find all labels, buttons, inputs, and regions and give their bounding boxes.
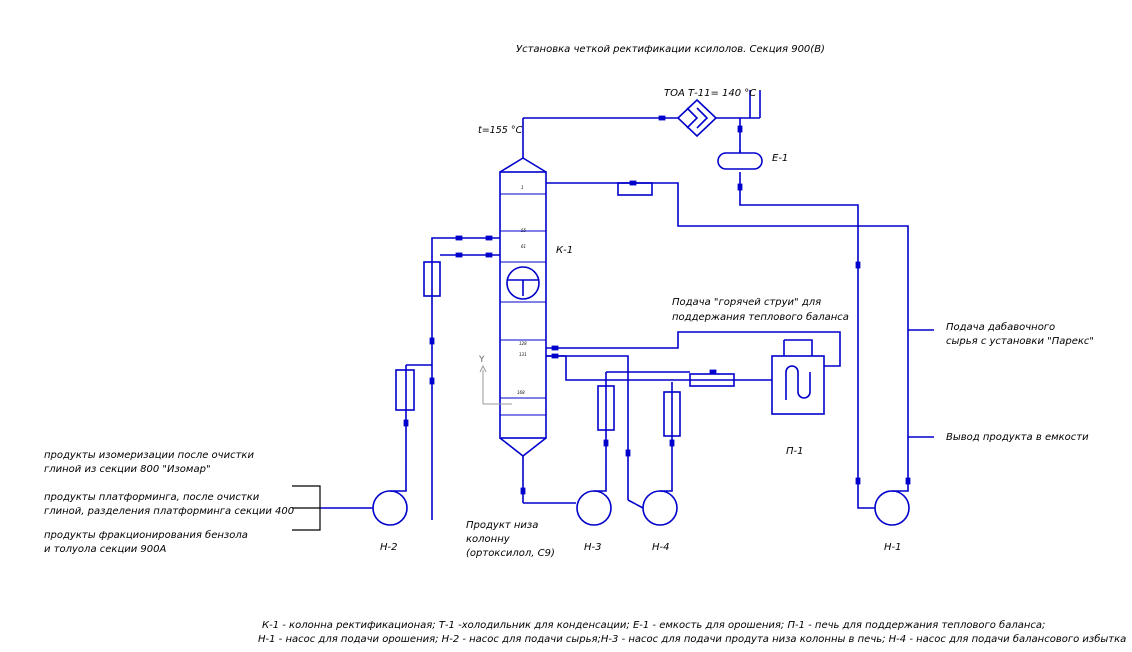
pump-h4-label: Н-4 (652, 542, 670, 553)
column-k1: 1 55 61 128 131 168 (499, 118, 547, 503)
tray-label-55: 55 (521, 228, 527, 233)
input-2-line-2: глиной, разделения платформинга секции 4… (44, 506, 294, 517)
input-streams (292, 485, 321, 531)
input-1-line-2: глиной из секции 800 "Изомар" (44, 464, 211, 475)
pump-h2 (320, 468, 408, 526)
feed-out-label-1: Подача дабавочного (946, 321, 1055, 333)
tray-label-61: 61 (521, 244, 526, 249)
pump-h3-label: Н-3 (584, 542, 602, 553)
cooler-label: ТОА Т-11= 140 °C (664, 88, 756, 99)
legend-line-1: К-1 - колонна ректификационая; Т-1 -холо… (262, 619, 1045, 631)
axis-y-label: Y (478, 355, 485, 365)
bottom-label-2: колонну (466, 534, 511, 545)
column-label: К-1 (556, 245, 573, 256)
tank-label: Е-1 (772, 153, 788, 164)
product-out-label: Вывод продукта в емкости (946, 432, 1089, 443)
cooler-t11 (676, 98, 718, 138)
temperature-label: t=155 °C (478, 125, 523, 136)
hot-jet-label-2: поддержания теплового баланса (672, 311, 849, 323)
hot-jet-label-1: Подача "горячей струи" для (672, 297, 821, 308)
tray-label-128: 128 (519, 341, 527, 346)
y-axis-glyph: Y (478, 355, 512, 405)
overhead-lines (523, 90, 859, 493)
tray-label-168: 168 (517, 390, 525, 395)
legend-line-2: Н-1 - насос для подачи орошения; Н-2 - н… (258, 633, 1126, 645)
hot-jet-loop (546, 331, 841, 500)
tray-label-1: 1 (521, 185, 524, 190)
diagram-title: Установка четкой ректификации ксилолов. … (516, 44, 825, 55)
pump-h3 (576, 466, 612, 526)
input-3-line-1: продукты фракционирования бензола (44, 529, 248, 541)
pump-h2-label: Н-2 (380, 542, 398, 553)
input-2-line-1: продукты платформинга, после очистки (44, 492, 260, 503)
valves (403, 115, 911, 495)
tank-e1 (717, 150, 763, 170)
pump-h4 (627, 466, 678, 526)
feed-out-label-2: сырья с установки "Парекс" (946, 336, 1094, 347)
input-3-line-2: и толуола секции 900А (44, 544, 167, 555)
tray-label-131: 131 (519, 352, 527, 357)
feed-lines (395, 237, 500, 520)
furnace-p1 (771, 339, 825, 415)
pump-h1 (857, 468, 910, 526)
furnace-label: П-1 (786, 446, 804, 457)
bottom-label-1: Продукт низа (466, 520, 538, 531)
bottom-label-3: (ортоксилол, С9) (466, 548, 555, 559)
reflux-line (546, 182, 934, 468)
pump-h1-label: Н-1 (884, 542, 902, 553)
input-1-line-1: продукты изомеризации после очистки (44, 450, 254, 461)
